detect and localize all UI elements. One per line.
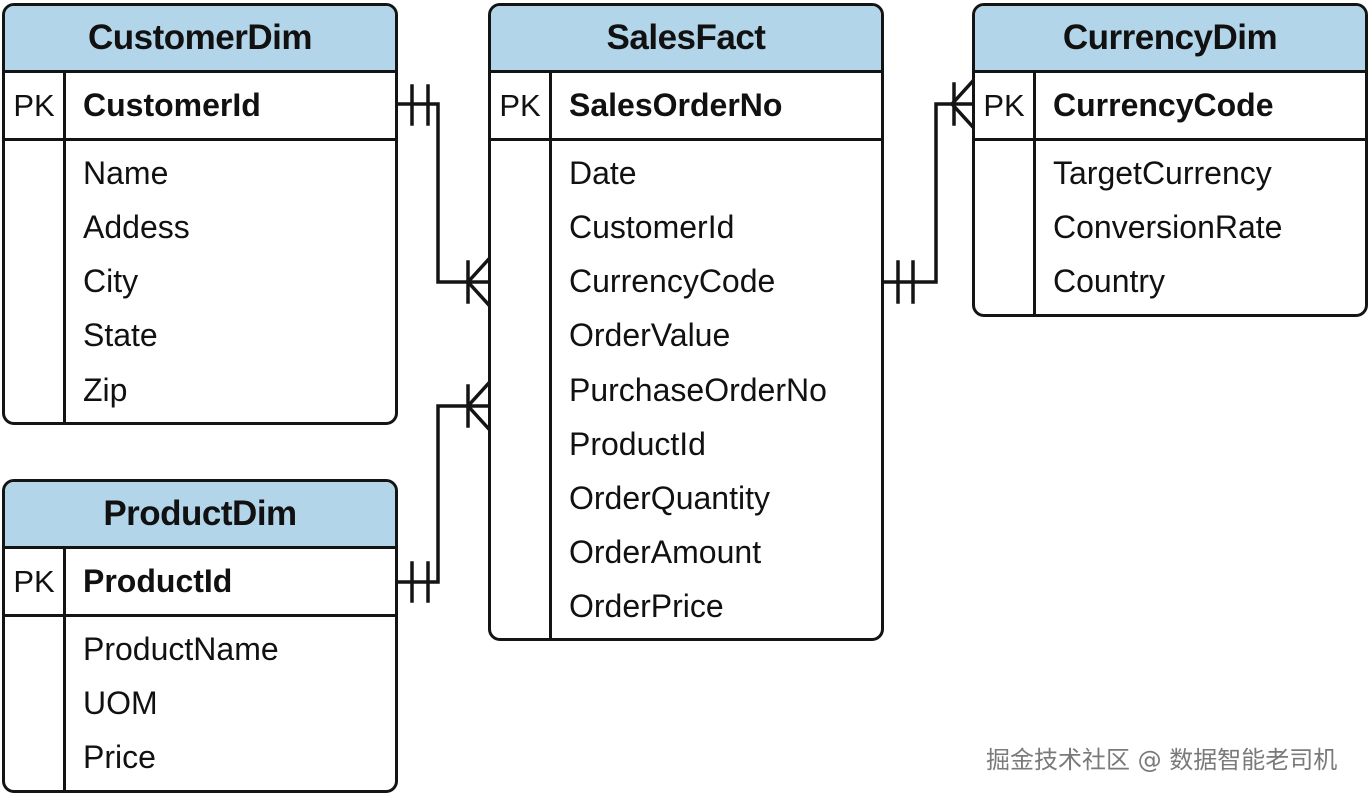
key-column-divider [5, 73, 66, 422]
pk-field: CustomerId [83, 87, 261, 123]
entity-sales-fact: SalesFact PK SalesOrderNo Date CustomerI… [488, 3, 884, 641]
field: PurchaseOrderNo [569, 372, 827, 408]
entity-currency-dim: CurrencyDim PK CurrencyCode TargetCurren… [972, 3, 1368, 317]
key-column-divider [975, 73, 1036, 314]
field: Name [83, 155, 169, 191]
pk-row: PK SalesOrderNo [491, 73, 881, 141]
relationship-product-sales [396, 381, 491, 603]
key-column-divider [5, 549, 66, 790]
entity-title: ProductDim [5, 482, 395, 549]
field: State [83, 317, 158, 353]
field: Country [1053, 263, 1166, 299]
field: CurrencyCode [569, 263, 776, 299]
pk-label: PK [499, 88, 541, 123]
entity-product-dim: ProductDim PK ProductId ProductName UOM … [2, 479, 398, 793]
watermark: 掘金技术社区 @ 数据智能老司机 [986, 746, 1338, 774]
field: Date [569, 155, 637, 191]
entity-title: CustomerDim [5, 6, 395, 73]
entity-title: SalesFact [491, 6, 881, 73]
field: OrderPrice [569, 588, 724, 624]
field: ConversionRate [1053, 209, 1283, 245]
field: OrderAmount [569, 534, 762, 570]
field: CustomerId [569, 209, 735, 245]
field: ProductName [83, 631, 279, 667]
pk-label: PK [13, 88, 55, 123]
field: UOM [83, 685, 158, 721]
field: City [83, 263, 139, 299]
key-column-divider [491, 73, 552, 638]
pk-row: PK CustomerId [5, 73, 395, 141]
entity-customer-dim: CustomerDim PK CustomerId Name Addess Ci… [2, 3, 398, 425]
field: OrderQuantity [569, 480, 770, 516]
pk-field: SalesOrderNo [569, 87, 783, 123]
field: ProductId [569, 426, 706, 462]
field: Price [83, 739, 156, 775]
field: TargetCurrency [1053, 155, 1272, 191]
pk-row: PK CurrencyCode [975, 73, 1365, 141]
pk-label: PK [13, 564, 55, 599]
pk-label: PK [983, 88, 1025, 123]
entity-title: CurrencyDim [975, 6, 1365, 73]
relationship-customer-sales [396, 84, 491, 307]
pk-field: ProductId [83, 563, 233, 599]
field: Addess [83, 209, 190, 245]
pk-field: CurrencyCode [1053, 87, 1274, 123]
relationship-sales-currency [882, 79, 975, 304]
pk-row: PK ProductId [5, 549, 395, 617]
field: OrderValue [569, 317, 731, 353]
field: Zip [83, 372, 128, 408]
